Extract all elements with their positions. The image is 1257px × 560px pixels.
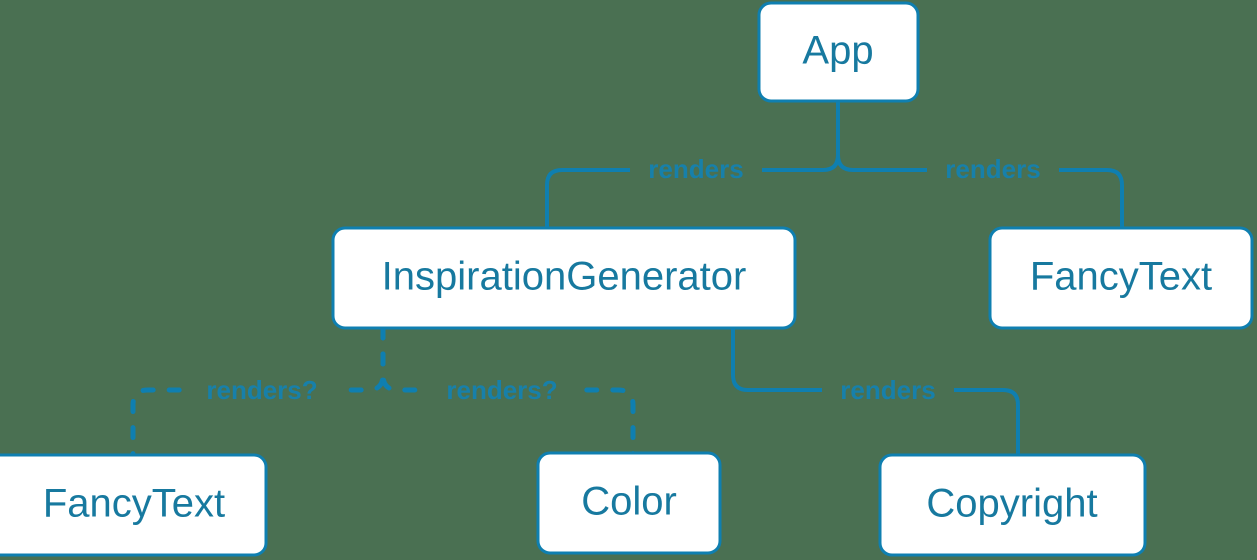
node-fancytext-top-box[interactable] <box>988 226 1254 330</box>
edge-label-inspirationgenerator-renders-color: renders? <box>446 375 557 405</box>
edge-label-backdrop-inspgen-fancytext <box>184 373 340 409</box>
node-inspirationgenerator-label: InspirationGenerator <box>382 255 747 299</box>
edge-label-backdrop-inspgen-color <box>424 373 580 409</box>
node-fancytext-bottom[interactable]: FancyText <box>0 453 268 557</box>
node-color[interactable]: Color <box>536 451 722 555</box>
node-inspirationgenerator-box[interactable] <box>331 226 797 330</box>
node-app[interactable]: App <box>757 1 920 103</box>
node-color-box[interactable] <box>536 451 722 555</box>
node-fancytext-top[interactable]: FancyText <box>988 226 1254 330</box>
node-fancytext-top-label: FancyText <box>1030 255 1212 299</box>
node-app-label: App <box>802 29 873 73</box>
edge-label-inspirationgenerator-renders-fancytext: renders? <box>206 375 317 405</box>
node-fancytext-bottom-label: FancyText <box>43 482 225 526</box>
node-copyright-box[interactable] <box>878 453 1147 557</box>
edge-label-backdrop-inspgen-copyright <box>822 373 954 409</box>
edge-label-app-renders-inspirationgenerator: renders <box>648 154 743 184</box>
edge-label-backdrop-app-fancytext <box>927 152 1059 188</box>
edge-label-app-renders-fancytext: renders <box>945 154 1040 184</box>
node-inspirationgenerator[interactable]: InspirationGenerator <box>331 226 797 330</box>
edge-label-inspirationgenerator-renders-copyright: renders <box>840 375 935 405</box>
node-copyright-label: Copyright <box>926 482 1097 526</box>
node-color-label: Color <box>581 480 677 524</box>
node-copyright[interactable]: Copyright <box>878 453 1147 557</box>
edge-label-backdrop-app-inspgen <box>630 152 762 188</box>
node-app-box[interactable] <box>757 1 920 103</box>
node-fancytext-bottom-box[interactable] <box>0 453 268 557</box>
